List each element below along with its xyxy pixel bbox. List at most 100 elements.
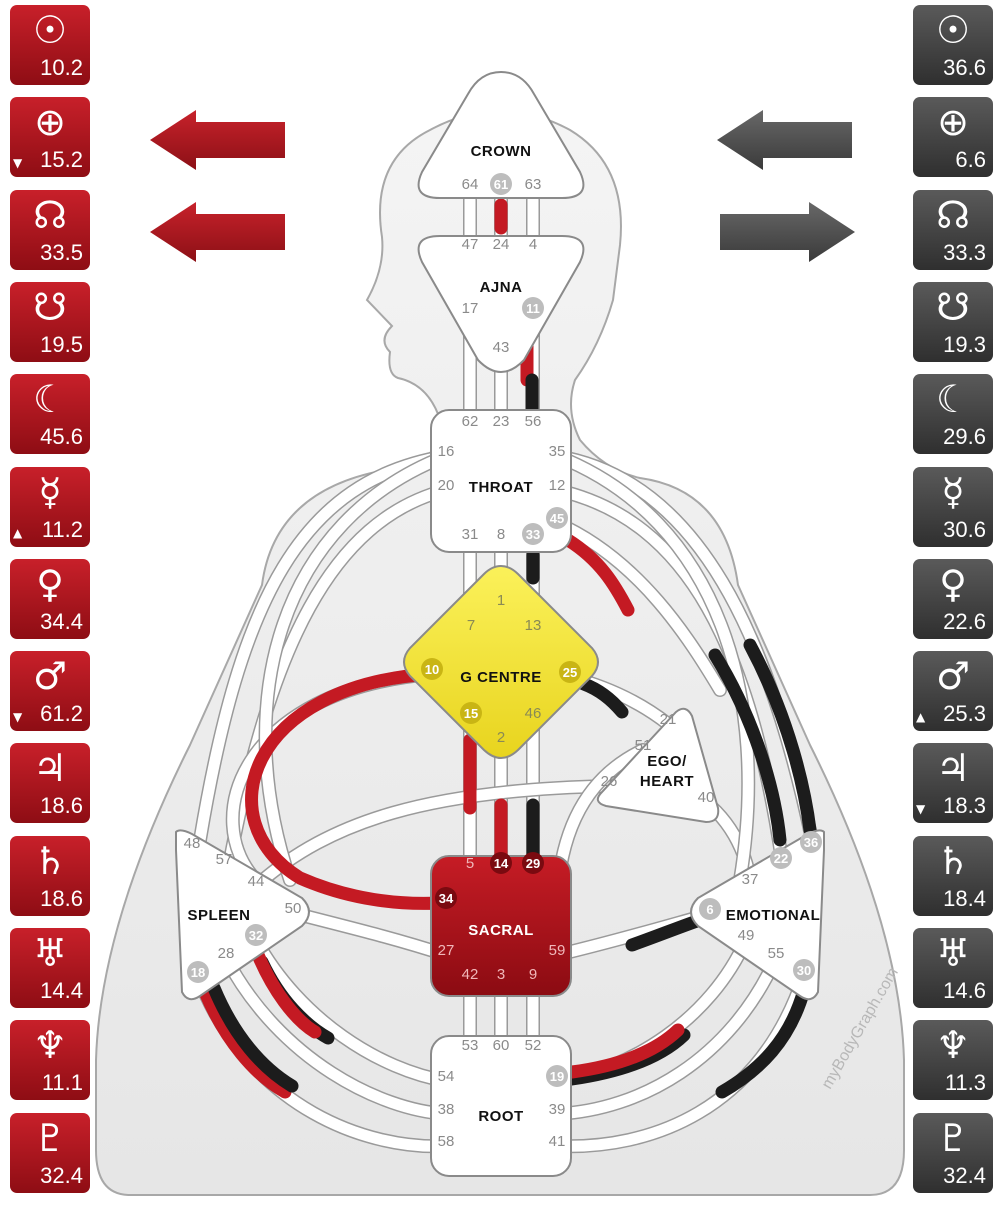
exalted-triangle-icon: ▲ [916,710,926,725]
svg-text:47: 47 [462,236,479,253]
planet-gate-value: 11.3 [944,1070,986,1096]
svg-text:48: 48 [184,835,201,852]
gate-58: 58 [438,1133,455,1150]
planet-gate-value: 36.6 [943,55,986,80]
svg-text:42: 42 [462,966,479,983]
svg-text:9: 9 [529,966,537,983]
north-node-icon: ☊ [33,192,67,237]
svg-text:51: 51 [635,737,652,754]
planet-gate-value: 22.6 [943,608,986,634]
gate-18: 18 [187,961,209,983]
moon-icon: ☾ [32,377,68,422]
jupiter-icon: ♃ [935,746,971,791]
personality-north-node-tile: ☊33.3 [913,189,993,270]
jupiter-icon: ♃ [32,746,68,791]
gate-14: 14 [490,852,512,874]
personality-uranus-tile: ♅14.6 [913,928,993,1008]
gate-63: 63 [525,176,542,193]
personality-jupiter-tile: ♃18.3▼ [913,743,993,824]
personality-arrow-top [717,110,852,170]
svg-text:23: 23 [493,413,510,430]
centre-label-emotional: EMOTIONAL [726,907,821,924]
design-sun-tile: ☉10.2 [10,5,90,85]
gate-50: 50 [285,900,302,917]
gate-13: 13 [525,617,542,634]
planet-gate-value: 29.6 [943,424,986,450]
svg-text:56: 56 [525,413,542,430]
gate-6: 6 [699,898,721,920]
svg-text:31: 31 [462,526,479,543]
centre-label-sacral: SACRAL [468,922,534,939]
design-arrow-bottom [150,202,285,262]
svg-text:58: 58 [438,1133,455,1150]
gate-31: 31 [462,526,479,543]
svg-text:16: 16 [438,443,455,460]
gate-56: 56 [525,413,542,430]
gate-12: 12 [549,477,566,494]
gate-4: 4 [529,236,537,253]
design-venus-tile: ♀34.4 [10,558,90,639]
design-neptune-tile: ♆11.1 [10,1020,90,1101]
planet-gate-value: 18.3 [943,793,986,819]
design-pluto-tile: ♇32.4 [10,1112,90,1193]
centre-label-g: G CENTRE [460,669,542,686]
moon-icon: ☾ [935,377,971,422]
svg-text:50: 50 [285,900,302,917]
gate-37: 37 [742,871,759,888]
channel-36-35 [708,648,787,847]
gate-64: 64 [462,176,479,193]
gate-35: 35 [549,443,566,460]
centre-label-ego: HEART [640,773,694,790]
svg-text:46: 46 [525,705,542,722]
centre-throat: THROAT [430,409,572,553]
gate-19: 19 [546,1065,568,1087]
svg-text:20: 20 [438,477,455,494]
svg-text:7: 7 [467,617,475,634]
svg-text:62: 62 [462,413,479,430]
gate-42: 42 [462,966,479,983]
inactive-channel [550,516,727,697]
planet-gate-value: 34.4 [40,608,83,634]
sun-icon: ☉ [32,8,68,52]
planet-gate-value: 33.3 [943,239,986,265]
gate-53: 53 [462,1037,479,1054]
svg-text:15: 15 [464,706,478,721]
design-south-node-tile: ☋19.5 [10,281,90,362]
gate-47: 47 [462,236,479,253]
svg-text:8: 8 [497,526,505,543]
svg-text:63: 63 [525,176,542,193]
gate-51: 51 [635,737,652,754]
svg-text:37: 37 [742,871,759,888]
gate-1: 1 [497,592,505,609]
centre-emotional: EMOTIONAL [690,829,825,1001]
svg-text:33: 33 [526,527,540,542]
personality-neptune-tile: ♆11.3 [913,1020,993,1101]
svg-text:43: 43 [493,339,510,356]
svg-text:3: 3 [497,966,505,983]
planet-gate-value: 30.6 [943,516,986,542]
centre-crown: CROWN [417,70,585,199]
svg-text:32: 32 [249,928,263,943]
design-moon-tile: ☾45.6 [10,374,90,455]
svg-text:36: 36 [804,835,818,850]
gate-62: 62 [462,413,479,430]
svg-text:14: 14 [494,856,509,871]
gate-11: 11 [522,297,544,319]
centre-root: ROOT [430,1035,572,1177]
gate-22: 22 [770,847,792,869]
earth-icon: ⊕ [34,100,66,145]
inactive-channel [550,449,756,887]
svg-text:41: 41 [549,1133,566,1150]
saturn-icon: ♄ [32,838,68,883]
mars-icon: ♂ [32,654,68,699]
personality-pluto-tile: ♇32.4 [913,1112,993,1193]
inactive-channel [193,449,453,847]
planet-gate-value: 14.4 [40,978,83,1003]
svg-text:19: 19 [550,1069,564,1084]
saturn-icon: ♄ [935,838,971,883]
neptune-icon: ♆ [32,1023,68,1068]
gate-5: 5 [466,855,474,872]
pluto-icon: ♇ [935,1115,971,1160]
svg-text:60: 60 [493,1037,510,1054]
svg-text:39: 39 [549,1101,566,1118]
